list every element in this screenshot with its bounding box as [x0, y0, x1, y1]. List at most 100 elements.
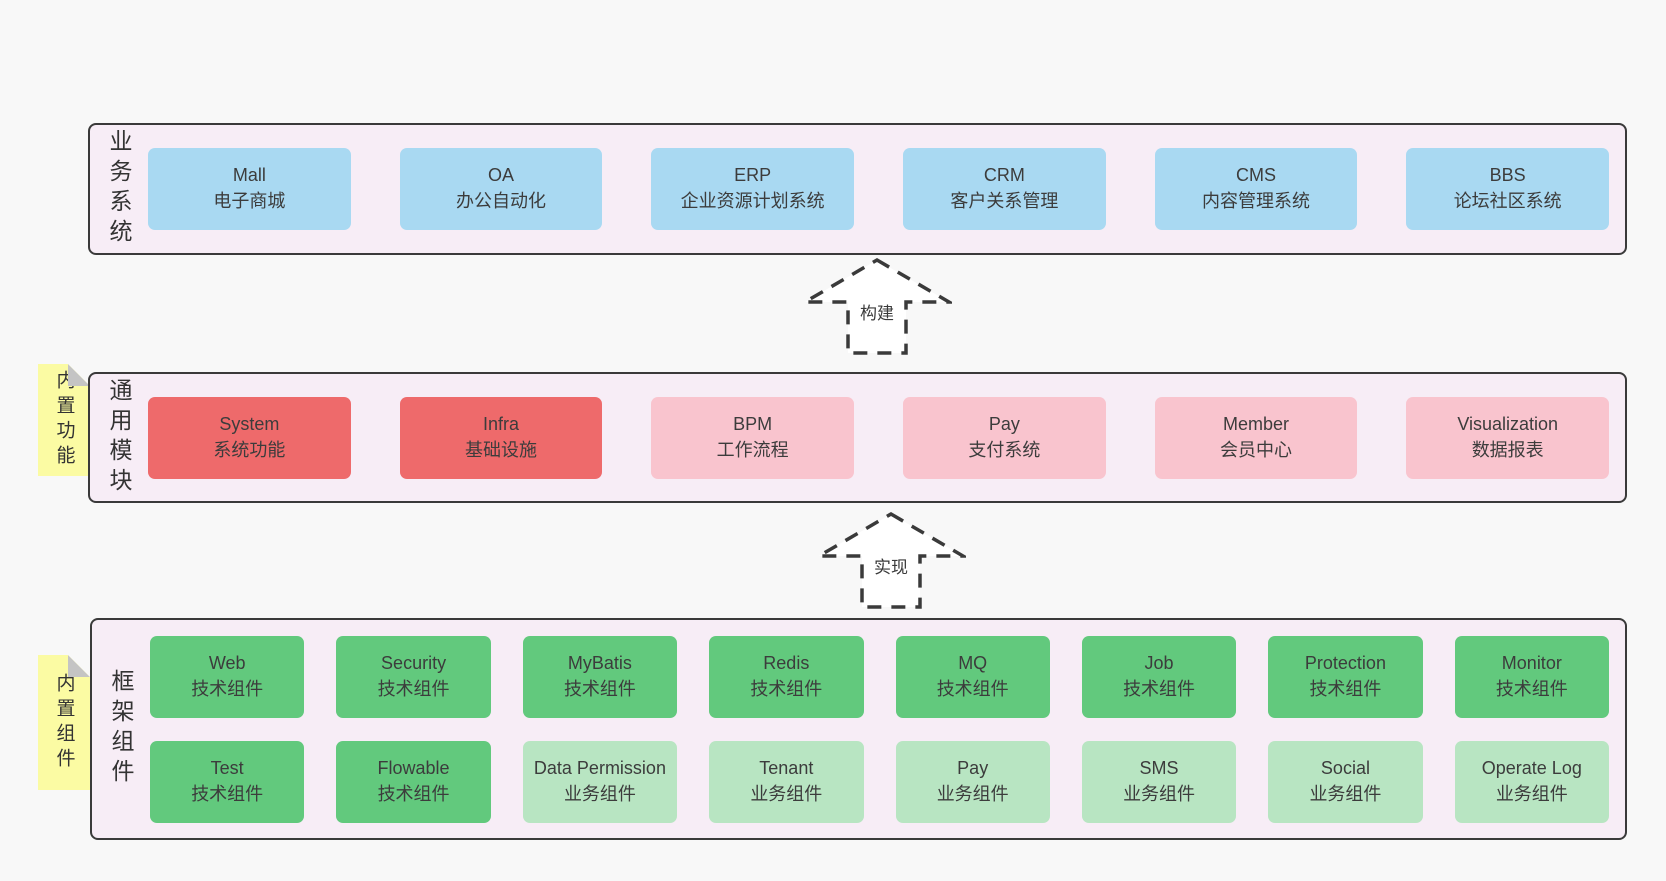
box-desc: 电子商城	[213, 191, 286, 211]
box-name: Security	[381, 652, 447, 673]
box-mq: MQ 技术组件	[895, 635, 1050, 718]
box-name: Mall	[232, 165, 266, 186]
box-name: Job	[1144, 652, 1174, 673]
box-erp: ERP 企业资源计划系统	[651, 148, 855, 230]
box-bbs: BBS 论坛社区系统	[1406, 148, 1610, 230]
folded-corner-icon	[68, 655, 90, 677]
box-desc: 业务组件	[936, 783, 1009, 804]
box-name: MQ	[958, 652, 988, 673]
box-desc: 业务组件	[1309, 783, 1382, 804]
box-desc: 工作流程	[716, 439, 789, 460]
box-name: Redis	[763, 652, 810, 673]
box-protection: Protection 技术组件	[1268, 635, 1423, 718]
box-bpm: BPM 工作流程	[651, 396, 855, 479]
box-desc: 支付系统	[968, 439, 1041, 460]
box-desc: 技术组件	[377, 783, 450, 804]
box-name: Protection	[1304, 652, 1386, 673]
box-desc: 数据报表	[1471, 439, 1544, 460]
box-desc: 业务组件	[750, 783, 823, 804]
box-desc: 内容管理系统	[1202, 191, 1311, 211]
box-desc: 客户关系管理	[950, 191, 1059, 211]
box-name: Pay	[988, 413, 1020, 434]
box-desc: 企业资源计划系统	[680, 191, 825, 211]
box-name: BBS	[1489, 165, 1526, 186]
panel-common-modules-content: System 系统功能 Infra 基础设施 BPM 工作流程 Pay 支付系统…	[148, 374, 1625, 501]
box-sms: SMS 业务组件	[1081, 740, 1237, 823]
box-name: CRM	[983, 165, 1025, 186]
box-name: Visualization	[1457, 413, 1559, 434]
box-redis: Redis 技术组件	[709, 635, 864, 718]
arrow-build-label: 构建	[858, 299, 896, 324]
panel-label-zone: 通用模块	[90, 374, 148, 501]
box-desc: 系统功能	[213, 439, 286, 460]
box-name: System	[219, 413, 280, 434]
box-desc: 业务组件	[1123, 783, 1196, 804]
panel-business-systems-label: 业务系统	[106, 129, 132, 249]
sticky-note-builtin-components: 内置组件	[38, 655, 90, 790]
box-operate-log: Operate Log 业务组件	[1454, 740, 1609, 823]
box-desc: 技术组件	[563, 678, 636, 699]
box-desc: 技术组件	[377, 678, 450, 699]
box-pay: Pay 支付系统	[903, 396, 1106, 479]
panel-framework-components: 框架组件 Web 技术组件 Security 技术组件 MyBatis 技术组件…	[90, 618, 1627, 840]
box-desc: 业务组件	[563, 783, 636, 804]
panel-common-modules: 通用模块 System 系统功能 Infra 基础设施 BPM 工作流程 Pay…	[88, 372, 1627, 503]
box-desc: 技术组件	[1123, 678, 1196, 699]
box-crm: CRM 客户关系管理	[903, 148, 1106, 230]
box-desc: 技术组件	[936, 678, 1009, 699]
box-desc: 技术组件	[750, 678, 823, 699]
box-name: Social	[1320, 757, 1370, 778]
box-desc: 技术组件	[1495, 678, 1568, 699]
framework-row-2: Test 技术组件 Flowable 技术组件 Data Permission …	[150, 740, 1609, 823]
box-name: BPM	[733, 413, 773, 434]
panel-common-modules-label: 通用模块	[106, 377, 132, 498]
box-job: Job 技术组件	[1081, 635, 1237, 718]
box-member: Member 会员中心	[1154, 396, 1358, 479]
box-name: Pay	[957, 757, 989, 778]
panel-framework-components-label: 框架组件	[108, 669, 134, 789]
box-name: CMS	[1236, 165, 1277, 186]
box-visualization: Visualization 数据报表	[1406, 396, 1610, 479]
box-mall: Mall 电子商城	[148, 148, 351, 230]
box-name: Monitor	[1501, 652, 1562, 673]
box-name: OA	[488, 165, 515, 186]
box-name: SMS	[1139, 757, 1179, 778]
box-name: Web	[208, 652, 246, 673]
box-security: Security 技术组件	[336, 635, 491, 718]
box-flowable: Flowable 技术组件	[336, 740, 491, 823]
box-name: Data Permission	[533, 757, 666, 778]
panel-business-systems: 业务系统 Mall 电子商城 OA 办公自动化 ERP 企业资源计划系统 CRM…	[88, 123, 1627, 255]
arrow-implement-label: 实现	[872, 553, 910, 578]
box-name: Operate Log	[1481, 757, 1582, 778]
sticky-note-builtin-features: 内置功能	[38, 364, 90, 476]
box-tenant: Tenant 业务组件	[709, 740, 864, 823]
panel-framework-components-content: Web 技术组件 Security 技术组件 MyBatis 技术组件 Redi…	[150, 620, 1625, 838]
box-monitor: Monitor 技术组件	[1454, 635, 1609, 718]
box-name: Infra	[482, 413, 520, 434]
box-name: Flowable	[377, 757, 450, 778]
box-pay-business: Pay 业务组件	[895, 740, 1050, 823]
box-name: ERP	[734, 165, 772, 186]
box-name: Test	[210, 757, 244, 778]
box-desc: 技术组件	[191, 783, 264, 804]
panel-label-zone: 业务系统	[90, 125, 148, 253]
box-desc: 技术组件	[191, 678, 264, 699]
panel-business-systems-content: Mall 电子商城 OA 办公自动化 ERP 企业资源计划系统 CRM 客户关系…	[148, 125, 1625, 253]
panel-label-zone: 框架组件	[92, 620, 150, 838]
folded-corner-icon	[68, 364, 90, 386]
box-cms: CMS 内容管理系统	[1154, 148, 1358, 230]
box-mybatis: MyBatis 技术组件	[522, 635, 678, 718]
arrow-build: 构建	[802, 256, 952, 356]
box-oa: OA 办公自动化	[399, 148, 603, 230]
box-system: System 系统功能	[148, 396, 351, 479]
box-social: Social 业务组件	[1268, 740, 1423, 823]
box-desc: 业务组件	[1495, 783, 1568, 804]
box-name: MyBatis	[567, 652, 632, 673]
box-name: Member	[1223, 413, 1290, 434]
box-infra: Infra 基础设施	[399, 396, 603, 479]
sticky-note-label: 内置组件	[53, 672, 75, 773]
box-desc: 论坛社区系统	[1453, 191, 1562, 211]
box-desc: 办公自动化	[456, 191, 546, 211]
box-test: Test 技术组件	[150, 740, 305, 823]
